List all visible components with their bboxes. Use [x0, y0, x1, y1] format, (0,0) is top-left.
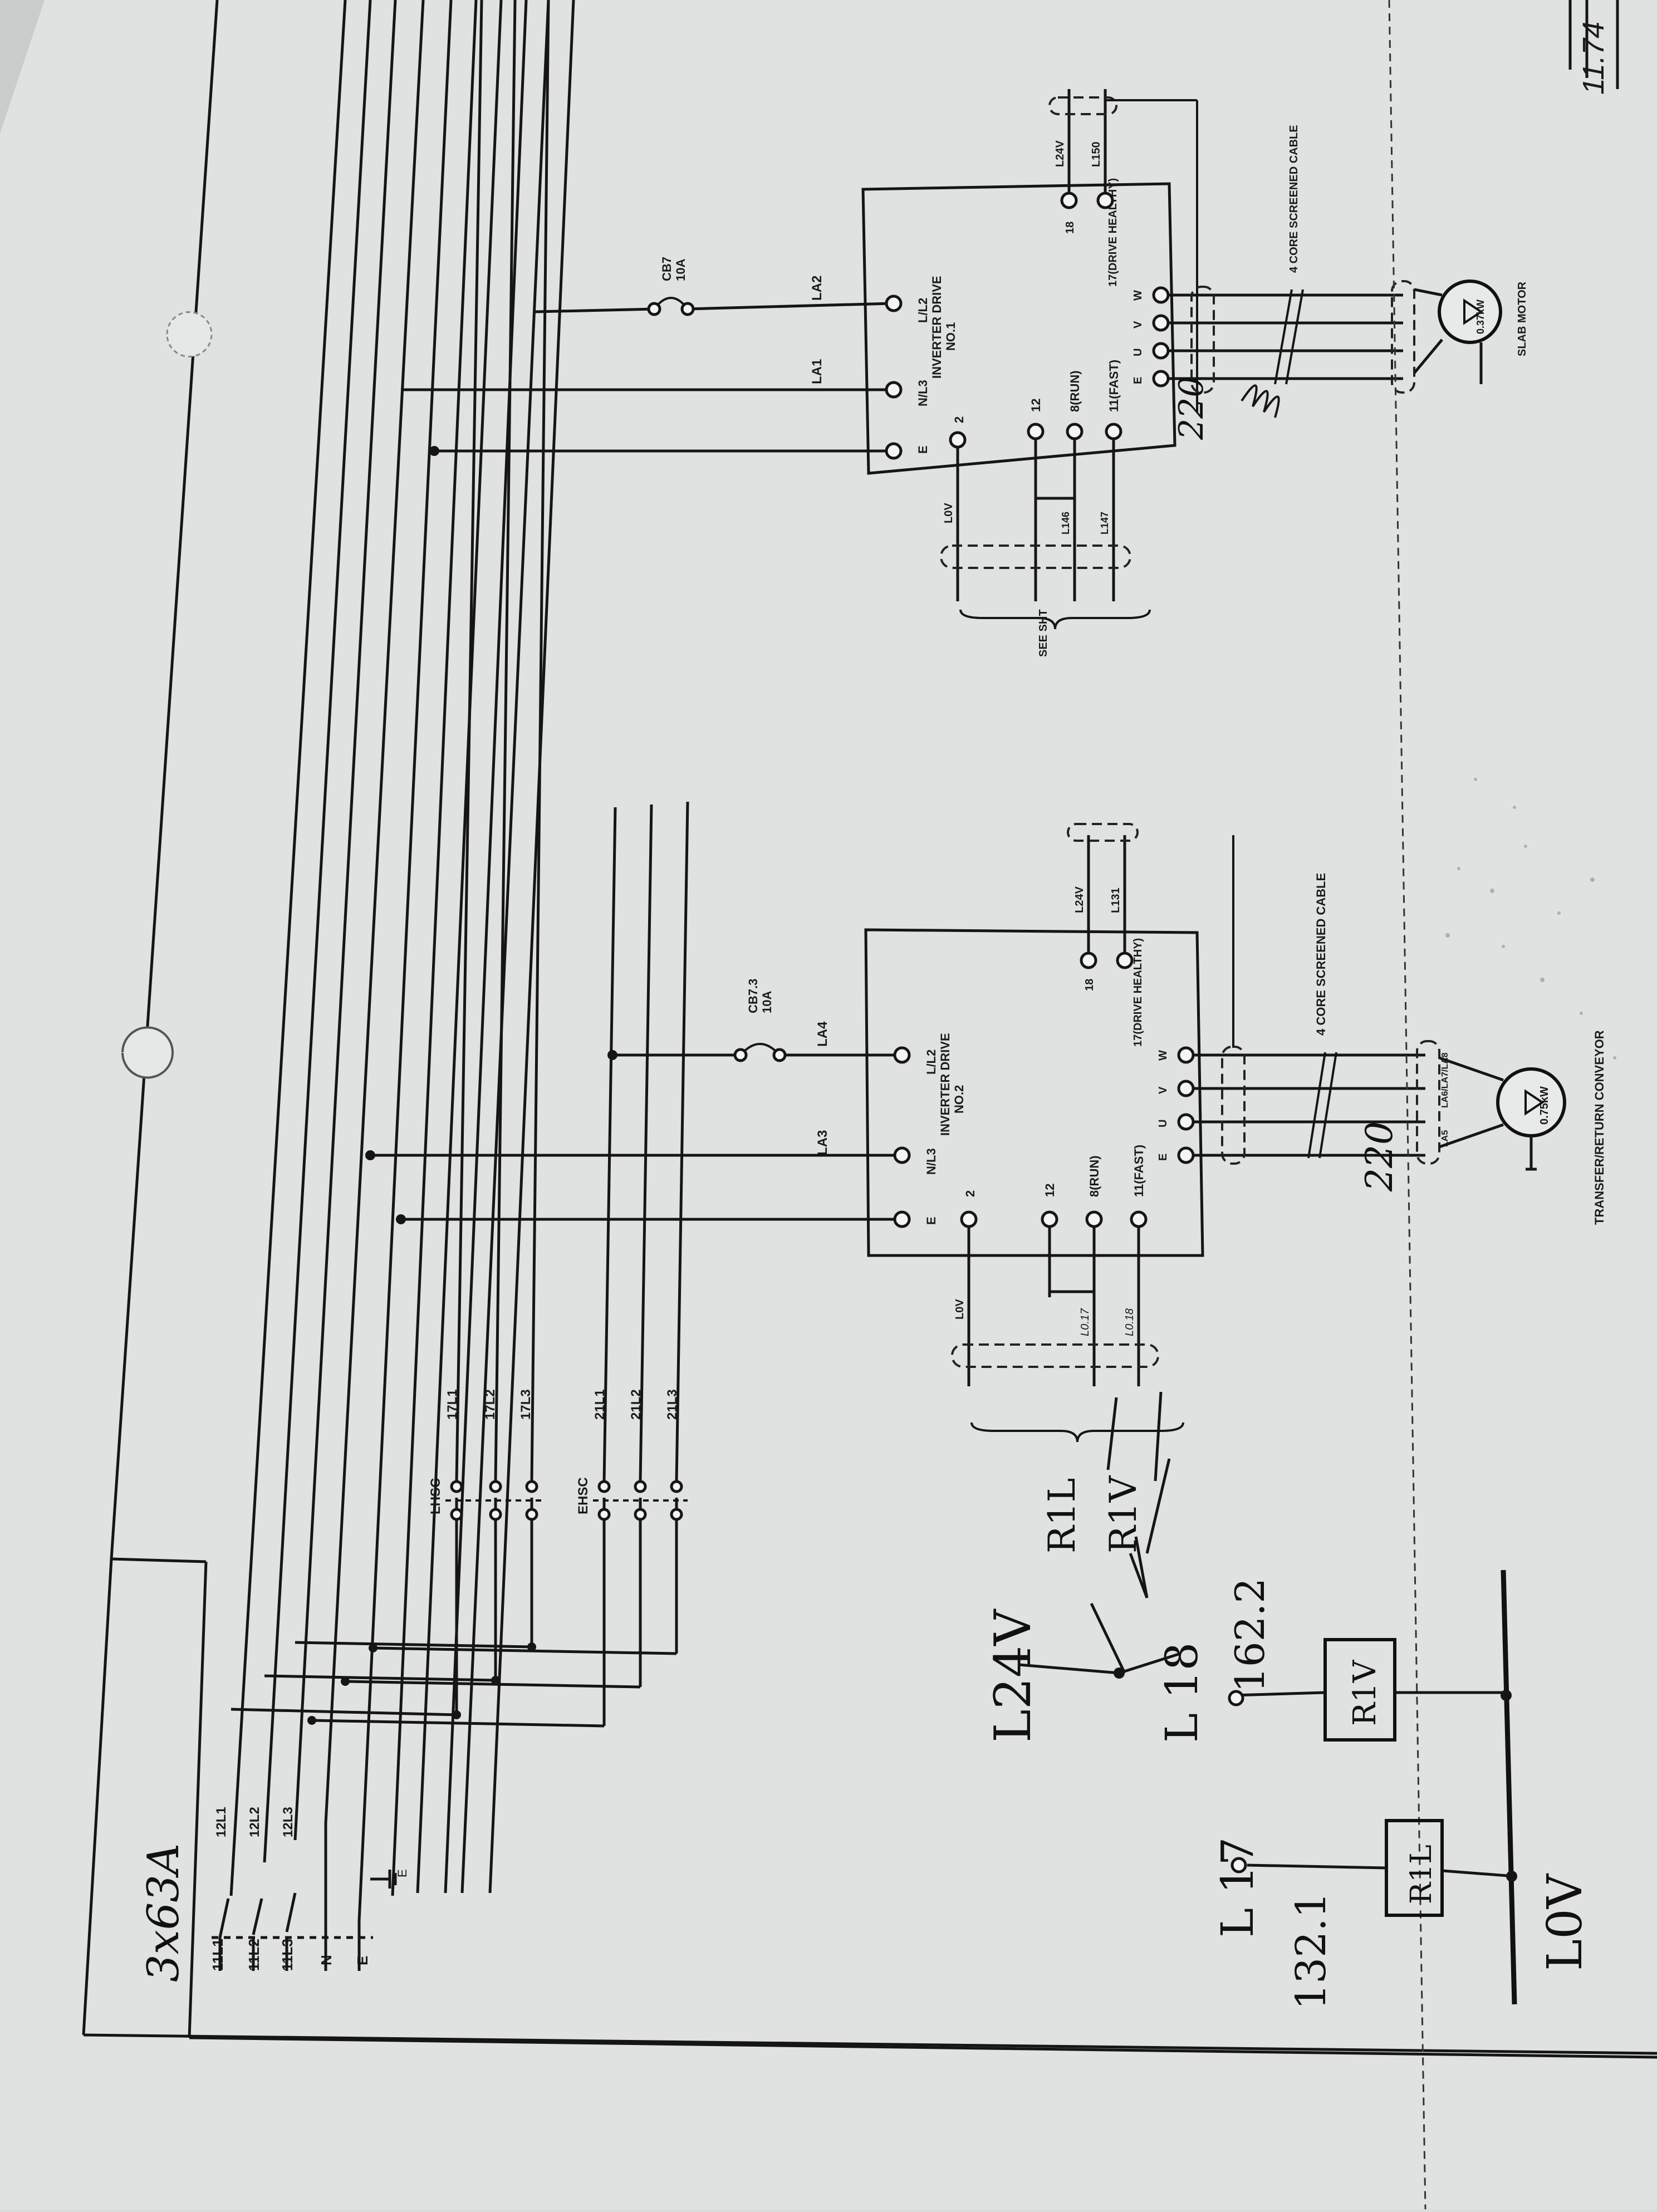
- handwritten-l18: L 18: [1156, 1642, 1208, 1743]
- control-terminal-label: 2: [952, 416, 966, 423]
- fuse-rating: 10A: [674, 259, 688, 281]
- terminal-18-label: 18: [1064, 222, 1076, 234]
- handwritten-l0v: L0V: [1537, 1873, 1593, 1971]
- line-label: LA4: [815, 1021, 830, 1047]
- motor-description: SLAB MOTOR: [1516, 281, 1528, 356]
- control-terminal-label: 2: [963, 1190, 977, 1197]
- output-terminal-label: U: [1132, 349, 1144, 356]
- terminal-18-label: 18: [1084, 979, 1096, 991]
- isolator-outgoing: [455, 0, 689, 1482]
- isolator-name: EHSC: [576, 1477, 591, 1514]
- power-terminal-label: L/L2: [916, 298, 930, 323]
- handwritten-r1l: R1L: [1041, 1478, 1084, 1553]
- relay-box-r1v: [1323, 1638, 1396, 1742]
- power-terminal-label: L/L2: [924, 1049, 938, 1075]
- handwritten-cable-a: 220: [1358, 1121, 1401, 1192]
- supply-entry: 11L1 11L2 11L3 N E 12L1 12L2 12L3 E 3x63…: [139, 1807, 409, 1982]
- power-terminal-label: E: [916, 445, 930, 454]
- sheet-number: 11.74: [1577, 22, 1610, 95]
- relay-box-label: R1V: [1347, 1659, 1383, 1726]
- isolator-name: LHSC: [428, 1478, 443, 1514]
- handwritten-l24v: L24V: [984, 1608, 1042, 1743]
- output-terminal-label: E: [1132, 377, 1144, 384]
- cable-label: 4 CORE SCREENED CABLE: [1288, 125, 1300, 273]
- power-terminal-label: E: [924, 1217, 938, 1225]
- breaker-out-label: 12L2: [247, 1807, 262, 1837]
- fuse-rating: 10A: [760, 991, 774, 1013]
- motor-rating: 0.75kW: [1538, 1086, 1551, 1125]
- supply-busbars: [229, 0, 575, 1921]
- power-terminal-label: N/L3: [924, 1148, 938, 1175]
- core-label: LA6/LA7/LA8: [1440, 1052, 1450, 1108]
- line-label: LA1: [810, 359, 825, 384]
- handwritten-l17: L 17: [1212, 1837, 1263, 1938]
- control-terminal-label: 12: [1043, 1184, 1057, 1197]
- control-terminal-label: 8(RUN): [1087, 1155, 1101, 1197]
- sheet-reference: SEE SHT: [1037, 609, 1050, 657]
- output-terminal-label: W: [1132, 290, 1144, 301]
- inverter-drive-2: CB7.3 10A LA3 LA4 E N/L3 L/L2 INVERTER D…: [365, 823, 1606, 1443]
- title-block-corner: 11.74: [1568, 0, 1619, 95]
- motor-1-icon: [1438, 279, 1502, 344]
- handwritten-r1v: R1V: [1102, 1475, 1145, 1553]
- breaker-out-label: 12L1: [214, 1807, 229, 1837]
- punch-holes: [121, 311, 213, 1079]
- motor-2-icon: [1496, 1067, 1566, 1137]
- output-terminal-label: U: [1157, 1120, 1169, 1127]
- handwritten-ref-132: 132.1: [1287, 1892, 1335, 2010]
- power-terminal-label: N/L3: [916, 380, 930, 406]
- handwritten-cable-b: 220: [1172, 376, 1211, 440]
- handwritten-ref-162: 162.2: [1227, 1578, 1273, 1693]
- motor-rating: 0.37kW: [1475, 300, 1486, 334]
- line-label: LA2: [810, 276, 825, 301]
- inverter-drive-1: CB7 10A LA1 LA2 E N/L3 L/L2 INVERTER DRI…: [401, 89, 1528, 657]
- output-terminal-label: V: [1157, 1086, 1169, 1094]
- supply-line-label: 11L1: [209, 1939, 226, 1971]
- handwritten-breaker-rating: 3x63A: [139, 1843, 189, 1982]
- dashed-boundary: [1388, 0, 1426, 2210]
- output-terminal-label: V: [1132, 321, 1144, 328]
- fuse-label: CB7.3: [746, 979, 760, 1013]
- wire-label: L146: [1060, 512, 1071, 534]
- drive-number: NO.1: [944, 322, 958, 351]
- wire-label: L147: [1099, 512, 1110, 534]
- earth-label: E: [395, 1869, 409, 1877]
- supply-line-label: E: [354, 1956, 371, 1965]
- wire-label: L24V: [1073, 886, 1086, 913]
- control-terminal-label: 12: [1029, 399, 1043, 412]
- healthy-terminal-label: 17(DRIVE HEALTHY): [1132, 938, 1144, 1047]
- isolator-out: 17L3: [518, 1389, 533, 1420]
- wire-label: L24V: [1054, 140, 1066, 167]
- l0v-bus: [1501, 1570, 1517, 2005]
- control-terminal-label: 8(RUN): [1068, 370, 1082, 412]
- control-terminal-label: 11(FAST): [1132, 1145, 1146, 1197]
- output-terminal-label: W: [1157, 1050, 1169, 1061]
- relay-box-label: R1L: [1405, 1845, 1438, 1904]
- isolator-feeds: [231, 1498, 678, 1728]
- drive-name: INVERTER DRIVE: [938, 1033, 952, 1136]
- drive-name: INVERTER DRIVE: [930, 276, 944, 379]
- wire-label: L0.18: [1124, 1308, 1136, 1336]
- motor-description: TRANSFER/RETURN CONVEYOR: [1592, 1030, 1606, 1225]
- output-terminal-label: E: [1157, 1154, 1169, 1161]
- cable-label: 4 CORE SCREENED CABLE: [1314, 873, 1328, 1036]
- handwritten-additions: L24V L 18 162.2 R1L R1V L 17 132.1 L0V 2…: [984, 376, 1593, 2010]
- wire-label: L0V: [954, 1299, 966, 1320]
- drawing-frame: [82, 0, 1657, 2059]
- line-label: LA3: [815, 1130, 830, 1155]
- breaker-out-label: 12L3: [281, 1807, 296, 1837]
- fuse-label: CB7: [660, 257, 674, 281]
- control-terminal-label: 11(FAST): [1107, 360, 1121, 412]
- wire-label: L150: [1090, 141, 1102, 167]
- wire-label: L0.17: [1079, 1308, 1091, 1336]
- wire-label: L131: [1110, 887, 1122, 913]
- wire-label: L0V: [943, 503, 955, 523]
- print-noise: [1445, 778, 1616, 1060]
- drive-number: NO.2: [952, 1085, 966, 1114]
